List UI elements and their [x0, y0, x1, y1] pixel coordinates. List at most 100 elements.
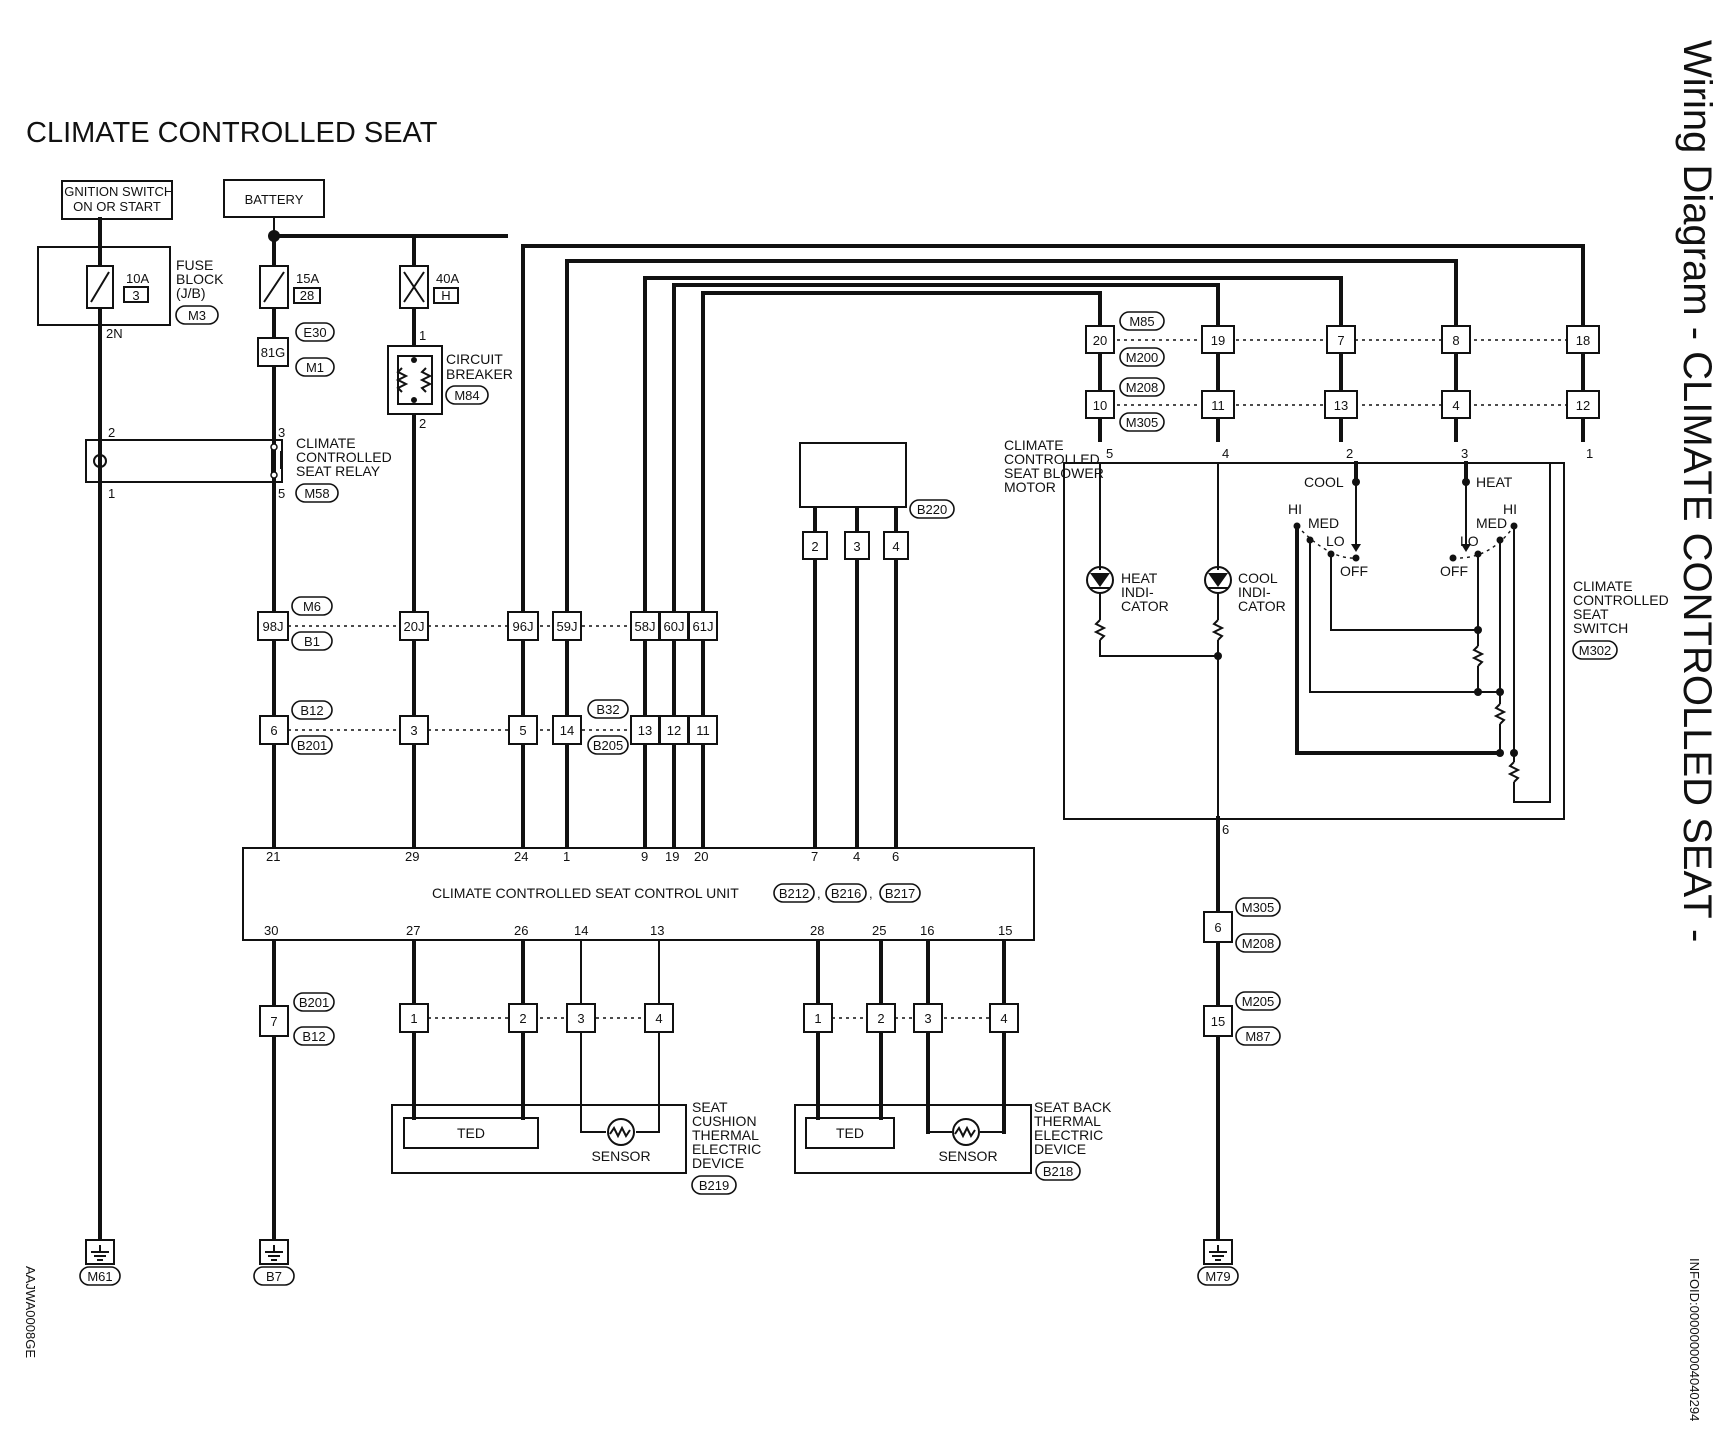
cush-label-5: DEVICE — [692, 1155, 744, 1171]
diagram-title: CLIMATE CONTROLLED SEAT — [26, 117, 438, 149]
blower-label-3: SEAT BLOWER — [1004, 465, 1104, 481]
fuse-block-out: 2N — [106, 326, 123, 341]
cush-pin-2: 2 — [519, 1011, 526, 1026]
sw-pin-12: 12 — [1576, 398, 1590, 413]
conn-b217: B217 — [885, 886, 915, 901]
back-label-2: THERMAL — [1034, 1113, 1101, 1129]
conn-b7: B7 — [266, 1269, 282, 1284]
row-b12-pin-5: 5 — [519, 723, 526, 738]
row-b32-pin-12: 12 — [667, 723, 681, 738]
switch-label-3: SEAT — [1573, 606, 1609, 622]
pin-98j: 98J — [263, 619, 284, 634]
fuse-40a-amp: 40A — [436, 271, 459, 286]
row-b32-pin-13: 13 — [638, 723, 652, 738]
hi-left-label: HI — [1288, 501, 1302, 517]
conn-e30: E30 — [303, 325, 326, 340]
sw-pin-20: 20 — [1093, 333, 1107, 348]
pin-60j: 60J — [664, 619, 685, 634]
conn-m302: M302 — [1579, 643, 1612, 658]
ignition-label-1: IGNITION SWITCH — [61, 184, 174, 199]
back-pin-3: 3 — [924, 1011, 931, 1026]
back-label-3: ELECTRIC — [1034, 1127, 1103, 1143]
conn-b12: B12 — [300, 703, 323, 718]
off-left-label: OFF — [1340, 563, 1368, 579]
conn-m58: M58 — [304, 486, 329, 501]
conn-b212: B212 — [779, 886, 809, 901]
fuse-block-jb: 10A 3 FUSE BLOCK (J/B) M3 2N — [37, 246, 224, 341]
pin-58j: 58J — [635, 619, 656, 634]
cu-pin-14: 14 — [574, 923, 588, 938]
sw-pin-10: 10 — [1093, 398, 1107, 413]
conn-m85: M85 — [1129, 314, 1154, 329]
ground-m79: M79 — [1197, 1239, 1239, 1286]
conn-m208: M208 — [1126, 380, 1159, 395]
harness-m305-m208: 6 M305 M208 15 M205 M87 — [1203, 897, 1281, 1046]
fuse-40a-no: H — [441, 288, 450, 303]
conn-b201-b: B201 — [299, 995, 329, 1010]
gnd-pin-6: 6 — [1214, 920, 1221, 935]
blower-motor: CLIMATE CONTROLLED SEAT BLOWER MOTOR B22… — [799, 437, 1104, 560]
cb-label-1: CIRCUIT — [446, 351, 503, 367]
conn-b220: B220 — [917, 502, 947, 517]
pin-20j: 20J — [404, 619, 425, 634]
fuse-10a-amp: 10A — [126, 271, 149, 286]
fuse-15a-no: 28 — [300, 288, 314, 303]
heat-ind-3: CATOR — [1121, 598, 1169, 614]
cu-pin-25: 25 — [872, 923, 886, 938]
conn-m3: M3 — [188, 308, 206, 323]
cush-ted: TED — [457, 1125, 485, 1141]
lo-left-label: LO — [1326, 533, 1345, 549]
conn-b1: B1 — [304, 634, 320, 649]
gnd-pin-15: 15 — [1211, 1014, 1225, 1029]
cu-pin-9: 9 — [641, 849, 648, 864]
blower-label-4: MOTOR — [1004, 479, 1056, 495]
gnd-pin-7: 7 — [270, 1014, 277, 1029]
sw-term-4: 4 — [1222, 446, 1229, 461]
relay-pin-1: 1 — [108, 486, 115, 501]
heat-ind-2: INDI- — [1121, 584, 1154, 600]
cu-pin-6: 6 — [892, 849, 899, 864]
conn-m208-b: M208 — [1242, 936, 1275, 951]
back-label-1: SEAT BACK — [1034, 1099, 1112, 1115]
harness-row-m85: 20 19 7 8 18 M85 M200 — [1085, 311, 1600, 367]
cu-pin-28: 28 — [810, 923, 824, 938]
heat-label: HEAT — [1476, 474, 1513, 490]
fuse-block-label-1: FUSE — [176, 257, 213, 273]
pin-96j: 96J — [513, 619, 534, 634]
heat-ind-1: HEAT — [1121, 570, 1158, 586]
sw-pin-7: 7 — [1337, 333, 1344, 348]
conn-m305: M305 — [1126, 415, 1159, 430]
harness-row-m208: 10 11 13 4 12 M208 M305 — [1085, 377, 1600, 432]
cush-label-3: THERMAL — [692, 1127, 759, 1143]
conn-m79: M79 — [1205, 1269, 1230, 1284]
conn-b219: B219 — [699, 1178, 729, 1193]
cush-pin-4: 4 — [655, 1011, 662, 1026]
sw-pin-11: 11 — [1211, 398, 1225, 413]
back-pin-4: 4 — [1000, 1011, 1007, 1026]
harness-b201-b12: 7 B201 B12 — [259, 992, 335, 1046]
battery-junction — [268, 230, 280, 242]
seat-back-device: 1 2 3 4 TED SENSOR SEAT BACK THERMAL ELE… — [794, 1003, 1112, 1181]
wires-left — [98, 217, 1585, 1242]
control-unit: 21 29 24 1 9 19 20 7 4 6 CLIMATE CONTROL… — [242, 847, 1035, 941]
battery-label: BATTERY — [245, 192, 304, 207]
fuse-block-label-3: (J/B) — [176, 285, 206, 301]
ignition-label-2: ON OR START — [73, 199, 161, 214]
cu-pin-21: 21 — [266, 849, 280, 864]
conn-m200: M200 — [1126, 350, 1159, 365]
row-b12-pin-6: 6 — [270, 723, 277, 738]
med-left-label: MED — [1308, 515, 1339, 531]
relay-pin-5: 5 — [278, 486, 285, 501]
blower-pin-4: 4 — [892, 539, 899, 554]
pin-81g: 81G — [261, 345, 286, 360]
conn-b218: B218 — [1043, 1164, 1073, 1179]
relay-label-3: SEAT RELAY — [296, 463, 381, 479]
cush-label-4: ELECTRIC — [692, 1141, 761, 1157]
switch-label-1: CLIMATE — [1573, 578, 1633, 594]
cool-label: COOL — [1304, 474, 1344, 490]
back-sensor: SENSOR — [938, 1148, 997, 1164]
sw-pin-18: 18 — [1576, 333, 1590, 348]
conn-b205: B205 — [593, 738, 623, 753]
sw-term-1: 1 — [1586, 446, 1593, 461]
ground-b7: B7 — [253, 1239, 295, 1286]
